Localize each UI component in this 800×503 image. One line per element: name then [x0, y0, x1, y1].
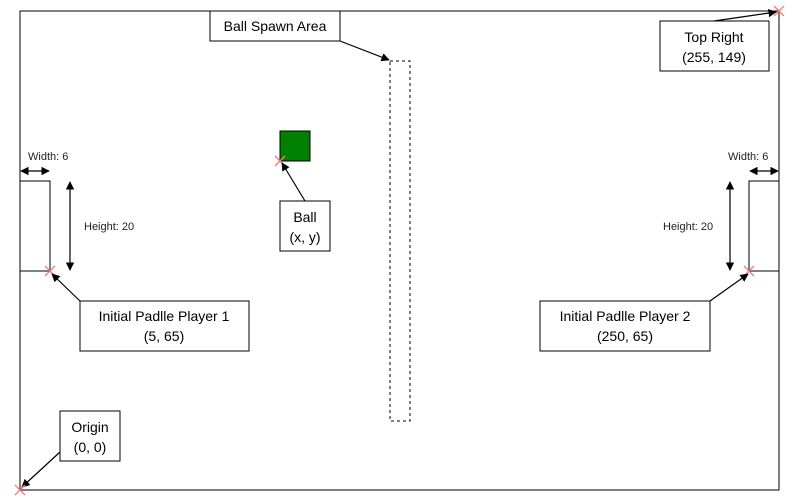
paddle2-arrow — [709, 273, 749, 302]
width-left-label: Width: 6 — [28, 151, 68, 163]
paddle2-title: Initial Padlle Player 2 — [560, 308, 691, 324]
ball-arrow — [281, 162, 306, 202]
paddle1-label-box — [79, 300, 250, 352]
top-right-title: Top Right — [684, 29, 743, 45]
origin-marker — [14, 484, 26, 496]
ball-spawn-label-box — [209, 10, 341, 42]
origin-label-box — [59, 410, 121, 462]
top-right-coords: (255, 149) — [682, 49, 746, 65]
paddle2-label-box — [539, 300, 711, 352]
ball-spawn-area — [389, 60, 411, 422]
ball-spawn-label: Ball Spawn Area — [224, 18, 327, 34]
paddle-player-2 — [748, 180, 780, 272]
paddle1-arrow — [51, 273, 81, 302]
ball-label-box — [279, 200, 331, 252]
origin-arrow — [21, 451, 61, 488]
ball-title: Ball — [293, 209, 316, 225]
paddle1-coords: (5, 65) — [144, 328, 184, 344]
height-right-label: Height: 20 — [663, 221, 713, 233]
playing-field — [19, 10, 780, 491]
top-right-label-box — [659, 20, 770, 72]
top-right-arrow — [713, 8, 777, 22]
paddle2-coords: (250, 65) — [597, 328, 653, 344]
width-right-label: Width: 6 — [728, 151, 768, 163]
top-right-marker — [773, 5, 785, 17]
height-left-label: Height: 20 — [84, 221, 134, 233]
ball-coords: (x, y) — [289, 229, 320, 245]
paddle-player-1 — [19, 180, 51, 272]
origin-title: Origin — [71, 419, 108, 435]
paddle1-title: Initial Padlle Player 1 — [99, 308, 230, 324]
ball-spawn-arrow — [339, 40, 390, 62]
origin-coords: (0, 0) — [74, 439, 107, 455]
